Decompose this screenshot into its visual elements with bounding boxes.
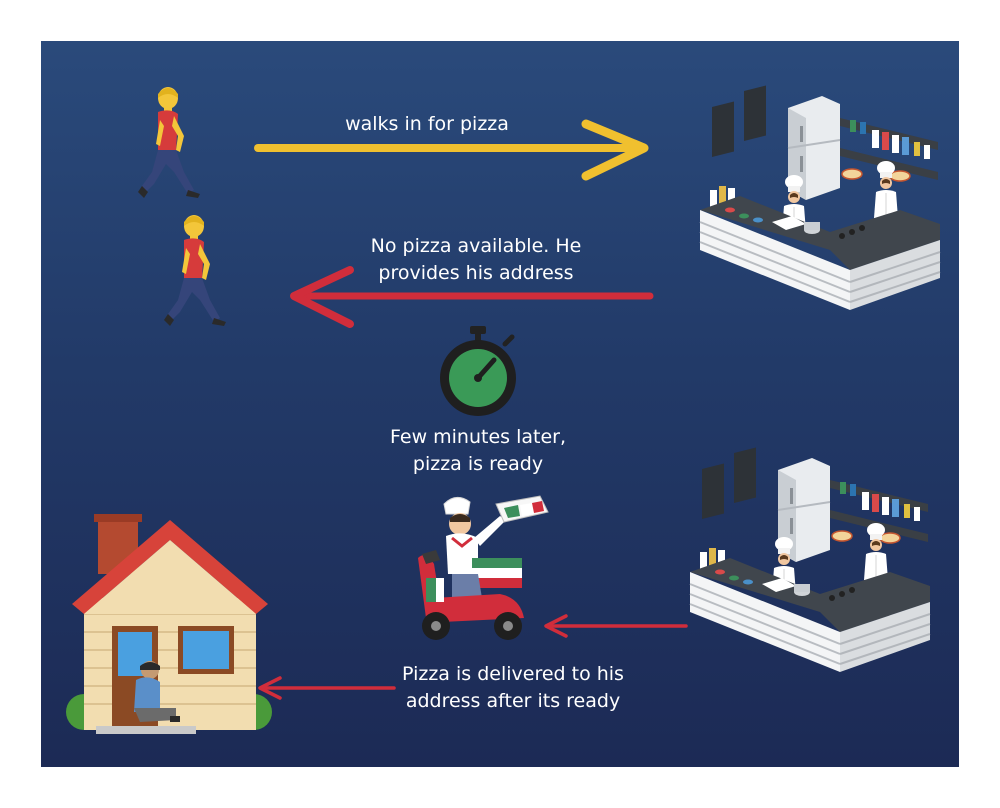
ready-arrow <box>544 614 688 638</box>
caption-line: Few minutes later, <box>389 426 567 448</box>
caption-line: address after its ready <box>405 690 621 712</box>
delivery-arrow <box>258 676 396 700</box>
address-arrow <box>290 266 654 328</box>
kitchen-icon <box>690 448 930 672</box>
walking-person-icon <box>164 215 226 326</box>
delivered-caption: Pizza is delivered to his address after … <box>372 661 654 715</box>
house-icon <box>66 514 272 734</box>
kitchen-icon <box>700 86 940 310</box>
later-caption: Few minutes later, pizza is ready <box>358 424 598 478</box>
caption-line: Pizza is delivered to his <box>402 663 624 685</box>
stopwatch-icon <box>440 326 516 416</box>
walk-in-caption: walks in for pizza <box>327 111 527 138</box>
walking-person-icon <box>138 87 200 198</box>
walk-in-arrow <box>254 119 649 181</box>
delivery-scooter-icon <box>418 495 549 640</box>
no-pizza-caption: No pizza available. He provides his addr… <box>346 233 606 287</box>
caption-line: provides his address <box>378 262 574 284</box>
caption-line: No pizza available. He <box>370 235 582 257</box>
caption-line: walks in for pizza <box>345 113 509 135</box>
caption-line: pizza is ready <box>412 453 544 475</box>
